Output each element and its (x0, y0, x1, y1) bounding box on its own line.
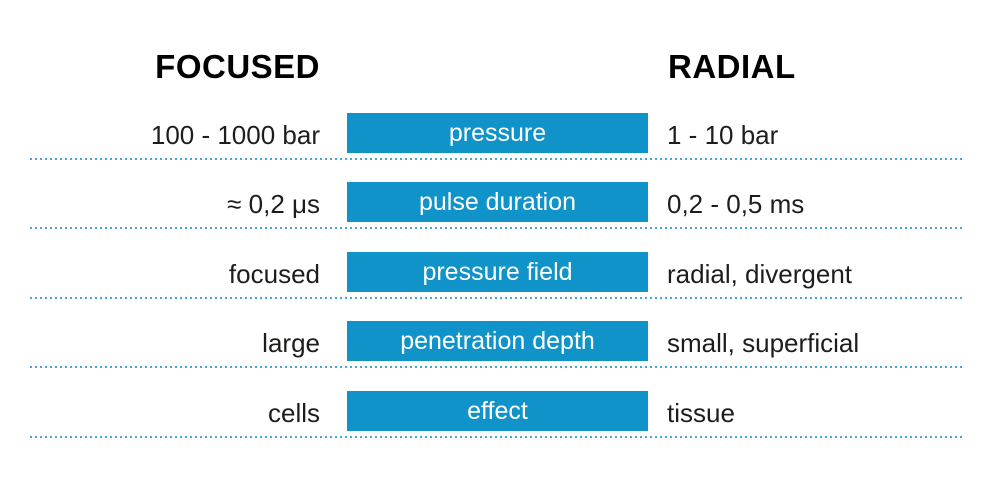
radial-value: radial, divergent (667, 259, 852, 289)
parameter-label: pulse duration (418, 188, 577, 216)
parameter-bar: pulse duration (347, 182, 648, 222)
row-divider-dotted-line (30, 158, 962, 160)
column-header-focused: FOCUSED (155, 48, 320, 85)
parameter-label: pressure field (422, 258, 573, 286)
focused-value: focused (228, 259, 320, 289)
table-row: focused pressure field radial, divergent (0, 252, 1000, 322)
row-divider-dotted-line (30, 297, 962, 299)
table-row: large penetration depth small, superfici… (0, 321, 1000, 391)
row-divider-dotted-line (30, 227, 962, 229)
row-divider-dotted-line (30, 366, 962, 368)
column-header-radial: RADIAL (668, 48, 796, 85)
focused-value: cells (267, 398, 320, 428)
parameter-label: penetration depth (400, 327, 595, 355)
row-divider-dotted-line (30, 436, 962, 438)
radial-value: 1 - 10 bar (667, 120, 779, 150)
radial-value: small, superficial (667, 328, 860, 358)
table-row: cells effect tissue (0, 391, 1000, 461)
focused-value: 100 - 1000 bar (150, 120, 320, 150)
parameter-bar: pressure field (347, 252, 648, 292)
parameter-bar: effect (347, 391, 648, 431)
radial-value: tissue (667, 398, 735, 428)
table-row: 100 - 1000 bar pressure 1 - 10 bar (0, 113, 1000, 183)
parameter-bar: penetration depth (347, 321, 648, 361)
parameter-label: effect (467, 397, 528, 425)
table-row: ≈ 0,2 μs pulse duration 0,2 - 0,5 ms (0, 182, 1000, 252)
radial-value: 0,2 - 0,5 ms (667, 189, 805, 219)
focused-value: ≈ 0,2 μs (227, 189, 320, 219)
parameter-bar: pressure (347, 113, 648, 153)
focused-value: large (262, 328, 320, 358)
parameter-label: pressure (448, 119, 547, 147)
